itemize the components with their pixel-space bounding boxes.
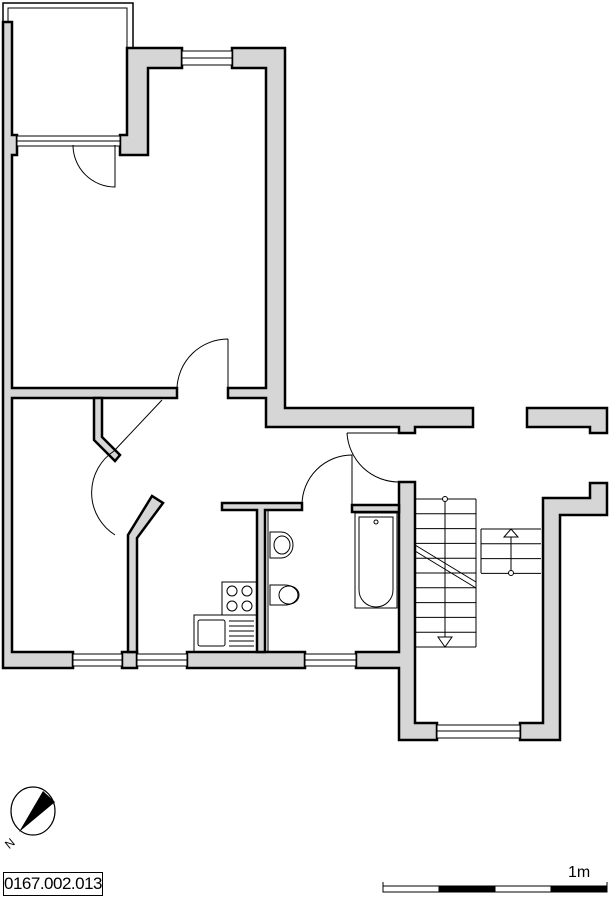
doors [72,144,400,536]
north-label: N [2,835,18,851]
wall-partition-lower [126,494,165,654]
wall-stair-left [354,480,439,742]
stair-down-arrow [437,636,453,648]
plan-id-label: 0167.002.013 [3,872,103,896]
balcony [2,2,134,135]
wall-kitchen-top [220,501,304,654]
north-compass: N [2,786,56,852]
stair-up-arrow [502,528,520,538]
wall-far-right [525,406,609,435]
windows [16,50,521,739]
staircase [414,496,541,648]
wall-bath-top [350,503,401,514]
door-bedroom [91,399,163,536]
wall-upper-right [226,46,475,435]
toilet [269,584,299,606]
bathtub [354,512,398,609]
wall-pillar-bottom [120,650,139,670]
kitchen-sink [193,614,258,653]
scale-label: 1m [568,864,591,881]
wall-balcony-pillar [118,46,184,157]
door-living [176,338,229,389]
door-entrance [346,432,400,483]
door-bathroom [301,454,353,506]
scale-bar [382,882,608,893]
wall-bottom-middle [185,650,307,670]
wall-partition-upper [92,396,122,463]
stove [221,581,258,616]
wall-left-outer [1,20,179,670]
door-balcony [72,144,116,188]
walls [1,20,609,742]
wall-stair-right [518,481,609,742]
fixtures [193,510,398,653]
washbasin [269,531,294,559]
